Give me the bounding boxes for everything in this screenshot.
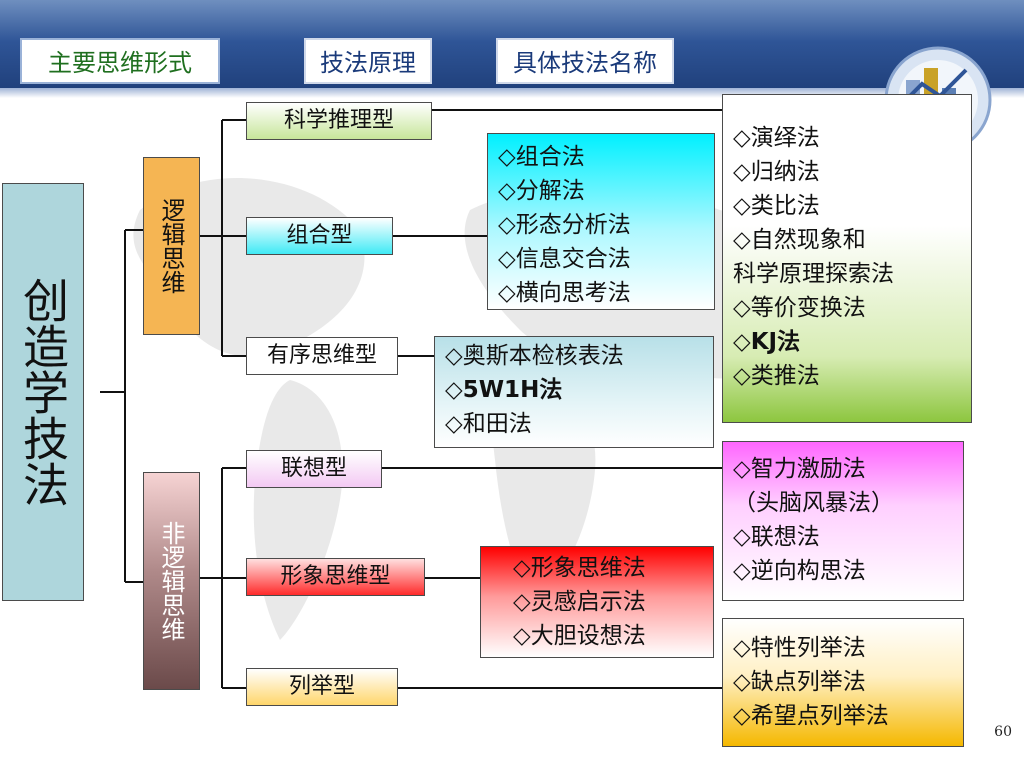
method-item: ◇等价变换法 <box>733 295 866 321</box>
method-item: ◇演绎法 <box>733 125 820 151</box>
method-item: ◇归纳法 <box>733 159 820 185</box>
method-item: ◇大胆设想法 <box>513 623 646 649</box>
method-item: ◇形象思维法 <box>513 555 646 581</box>
banner-fade <box>0 88 1024 98</box>
list-scientific-reasoning-methods: ◇演绎法 ◇归纳法 ◇类比法 ◇自然现象和 科学原理探索法 ◇等价变换法 ◇KJ… <box>722 94 972 423</box>
method-item: ◇信息交合法 <box>498 246 631 272</box>
method-item: 科学原理探索法 <box>733 261 894 287</box>
method-item: ◇分解法 <box>498 178 585 204</box>
tab-technique-names[interactable]: 具体技法名称 <box>496 38 674 84</box>
method-item: ◇5W1H法 <box>445 377 563 403</box>
type-scientific-reasoning: 科学推理型 <box>246 102 432 140</box>
type-combination: 组合型 <box>246 217 393 255</box>
list-ordered-thinking-methods: ◇奥斯本检核表法 ◇5W1H法 ◇和田法 <box>434 336 714 448</box>
method-item: ◇类比法 <box>733 193 820 219</box>
method-item: ◇特性列举法 <box>733 635 866 661</box>
type-imagery-thinking: 形象思维型 <box>246 558 425 596</box>
method-item: ◇形态分析法 <box>498 212 631 238</box>
page-number: 60 <box>994 724 1012 740</box>
method-item: ◇KJ法 <box>733 329 801 355</box>
type-enumeration: 列举型 <box>246 668 398 706</box>
method-item: （头脑风暴法） <box>733 490 894 516</box>
method-item: ◇自然现象和 <box>733 227 866 253</box>
group-nonlogical-thinking: 非逻辑思维 <box>143 472 200 690</box>
type-ordered-thinking: 有序思维型 <box>246 337 398 375</box>
type-association: 联想型 <box>246 450 382 488</box>
method-item: ◇逆向构思法 <box>733 558 866 584</box>
list-combination-methods: ◇组合法 ◇分解法 ◇形态分析法 ◇信息交合法 ◇横向思考法 <box>487 133 715 310</box>
method-item: ◇缺点列举法 <box>733 669 866 695</box>
method-item: ◇希望点列举法 <box>733 703 889 729</box>
list-imagery-methods: ◇形象思维法 ◇灵感启示法 ◇大胆设想法 <box>480 546 714 658</box>
root-node-creative-techniques: 创造学技法 <box>2 183 84 601</box>
method-item: ◇灵感启示法 <box>513 589 646 615</box>
method-item: ◇奥斯本检核表法 <box>445 343 624 369</box>
method-item: ◇横向思考法 <box>498 280 631 306</box>
list-enumeration-methods: ◇特性列举法 ◇缺点列举法 ◇希望点列举法 <box>722 618 964 747</box>
method-item: ◇和田法 <box>445 411 532 437</box>
tab-main-thinking-forms[interactable]: 主要思维形式 <box>20 38 220 84</box>
method-item: ◇联想法 <box>733 524 820 550</box>
group-logical-thinking: 逻辑思维 <box>143 157 200 335</box>
tab-technique-principles[interactable]: 技法原理 <box>304 38 432 84</box>
method-item: ◇组合法 <box>498 144 585 170</box>
method-item: ◇类推法 <box>733 363 820 389</box>
list-association-methods: ◇智力激励法 （头脑风暴法） ◇联想法 ◇逆向构思法 <box>722 441 964 601</box>
method-item: ◇智力激励法 <box>733 456 866 482</box>
